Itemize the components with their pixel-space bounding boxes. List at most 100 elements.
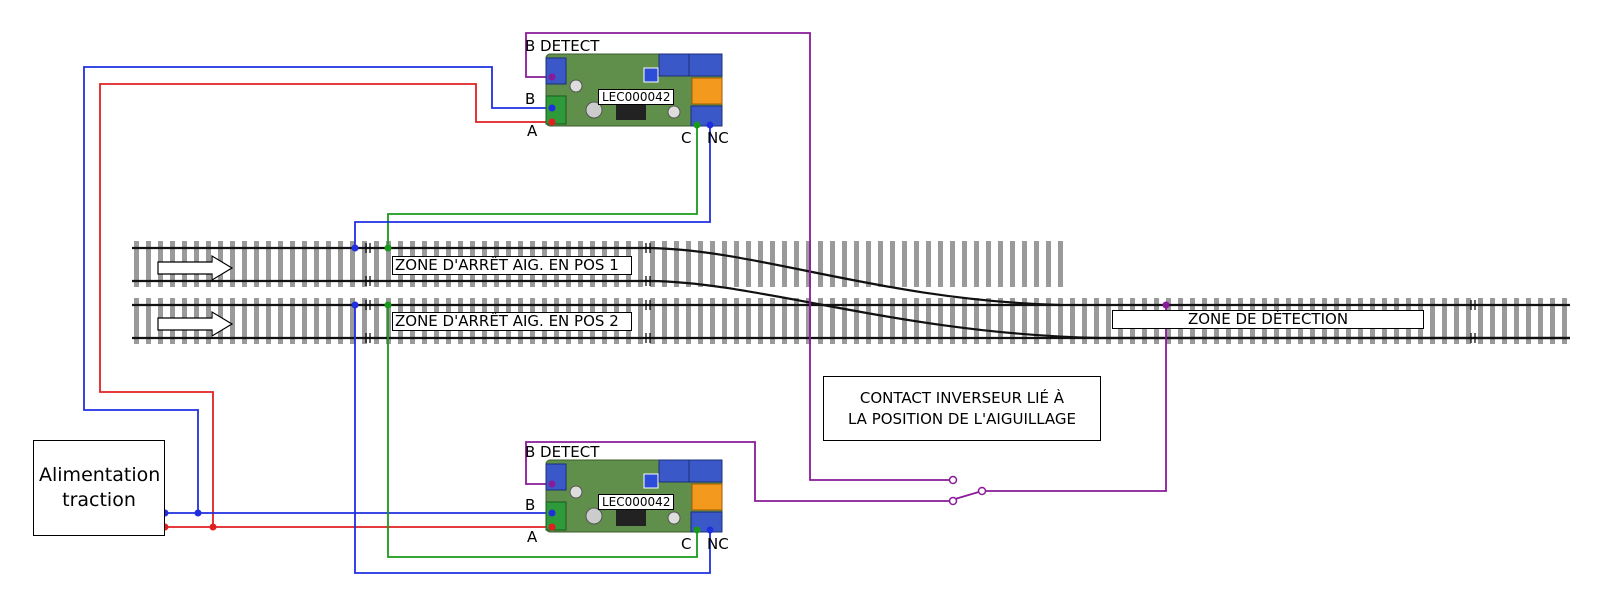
switch-contact [948,475,958,485]
sleeper [698,298,703,344]
sleeper [902,241,907,287]
terminal-top1 [658,459,690,483]
sleeper [350,298,355,344]
sleeper [290,241,295,287]
potentiometer [643,473,659,489]
sleeper [890,241,895,287]
sleeper [686,241,691,287]
sleeper [650,241,655,287]
sleeper [254,298,259,344]
sleeper [326,241,331,287]
sleeper [1466,298,1471,344]
wire-c-module2 [387,305,698,558]
terminal-top2 [688,459,723,483]
sleeper [674,298,679,344]
sleeper [962,298,967,344]
sleeper [962,241,967,287]
terminal-top1 [658,53,690,77]
terminal-ab [545,501,567,531]
sleeper [974,241,979,287]
connection-dot [548,104,556,112]
sleeper [362,298,367,344]
sleeper [1034,298,1039,344]
sleeper [794,241,799,287]
sleeper [314,298,319,344]
sleeper [1010,298,1015,344]
sleeper [338,241,343,287]
wire-nc-module2 [354,305,711,574]
sleeper [974,298,979,344]
sleeper [830,241,835,287]
sleeper [1514,298,1519,344]
sleeper [1094,298,1099,344]
sleeper [938,241,943,287]
sleeper [986,241,991,287]
relay [691,77,723,105]
rail [132,246,1570,307]
connection-dot [1162,301,1170,309]
sleeper [638,298,643,344]
sleeper [1046,298,1051,344]
module1-c-label: C [681,129,692,147]
sleeper [878,241,883,287]
power-supply-label: Alimentation traction [39,464,161,511]
power-supply-box: Alimentation traction [33,440,165,536]
sleeper [662,298,667,344]
sleeper [134,241,139,287]
sleeper [746,298,751,344]
terminal-top2 [688,53,723,77]
connection-dot [706,526,714,534]
connection-dot [548,118,556,126]
sleeper [254,241,259,287]
potentiometer [643,67,659,83]
track-rails [132,243,1570,343]
mount-hole [569,485,583,499]
sleeper [734,298,739,344]
sleeper [278,241,283,287]
sleeper [1034,241,1039,287]
sleeper [758,241,763,287]
sleeper [842,298,847,344]
connection-dot [693,526,701,534]
zone-detection: ZONE DE DÉTECTION [1112,310,1424,329]
sleeper [1478,298,1483,344]
sleeper [710,241,715,287]
module2-chip-label: LEC000042 [598,494,675,510]
sleeper [1106,298,1111,344]
sleeper [938,298,943,344]
sleeper [722,241,727,287]
sleeper [758,298,763,344]
terminal-detect [545,57,567,85]
sleeper [854,241,859,287]
connection-dot [693,121,701,129]
sleeper [698,241,703,287]
wire-detect-module2 [525,441,950,502]
connection-dot [194,509,202,517]
capacitor [585,507,603,525]
mount-hole [667,511,681,525]
wire-a-module1 [99,83,552,527]
sleeper [818,298,823,344]
module1-a-label: A [527,122,538,140]
sleeper [302,298,307,344]
sleeper [926,298,931,344]
connection-dot [548,509,556,517]
sleeper [1058,241,1063,287]
sleeper [1058,298,1063,344]
module1-nc-label: NC [707,129,729,147]
sleeper [854,298,859,344]
sleeper [230,241,235,287]
module2-b-label: B [525,496,536,514]
sleeper [1454,298,1459,344]
wires [83,32,1167,574]
sleeper [734,241,739,287]
sleeper [782,298,787,344]
terminal-cnc [690,105,723,127]
sleeper [1046,241,1051,287]
sleeper [866,241,871,287]
connection-dot [384,244,392,252]
connection-dot [548,73,556,81]
module1-b-detect-label: B DETECT [525,37,600,55]
sleeper [290,298,295,344]
sleeper [1430,298,1435,344]
